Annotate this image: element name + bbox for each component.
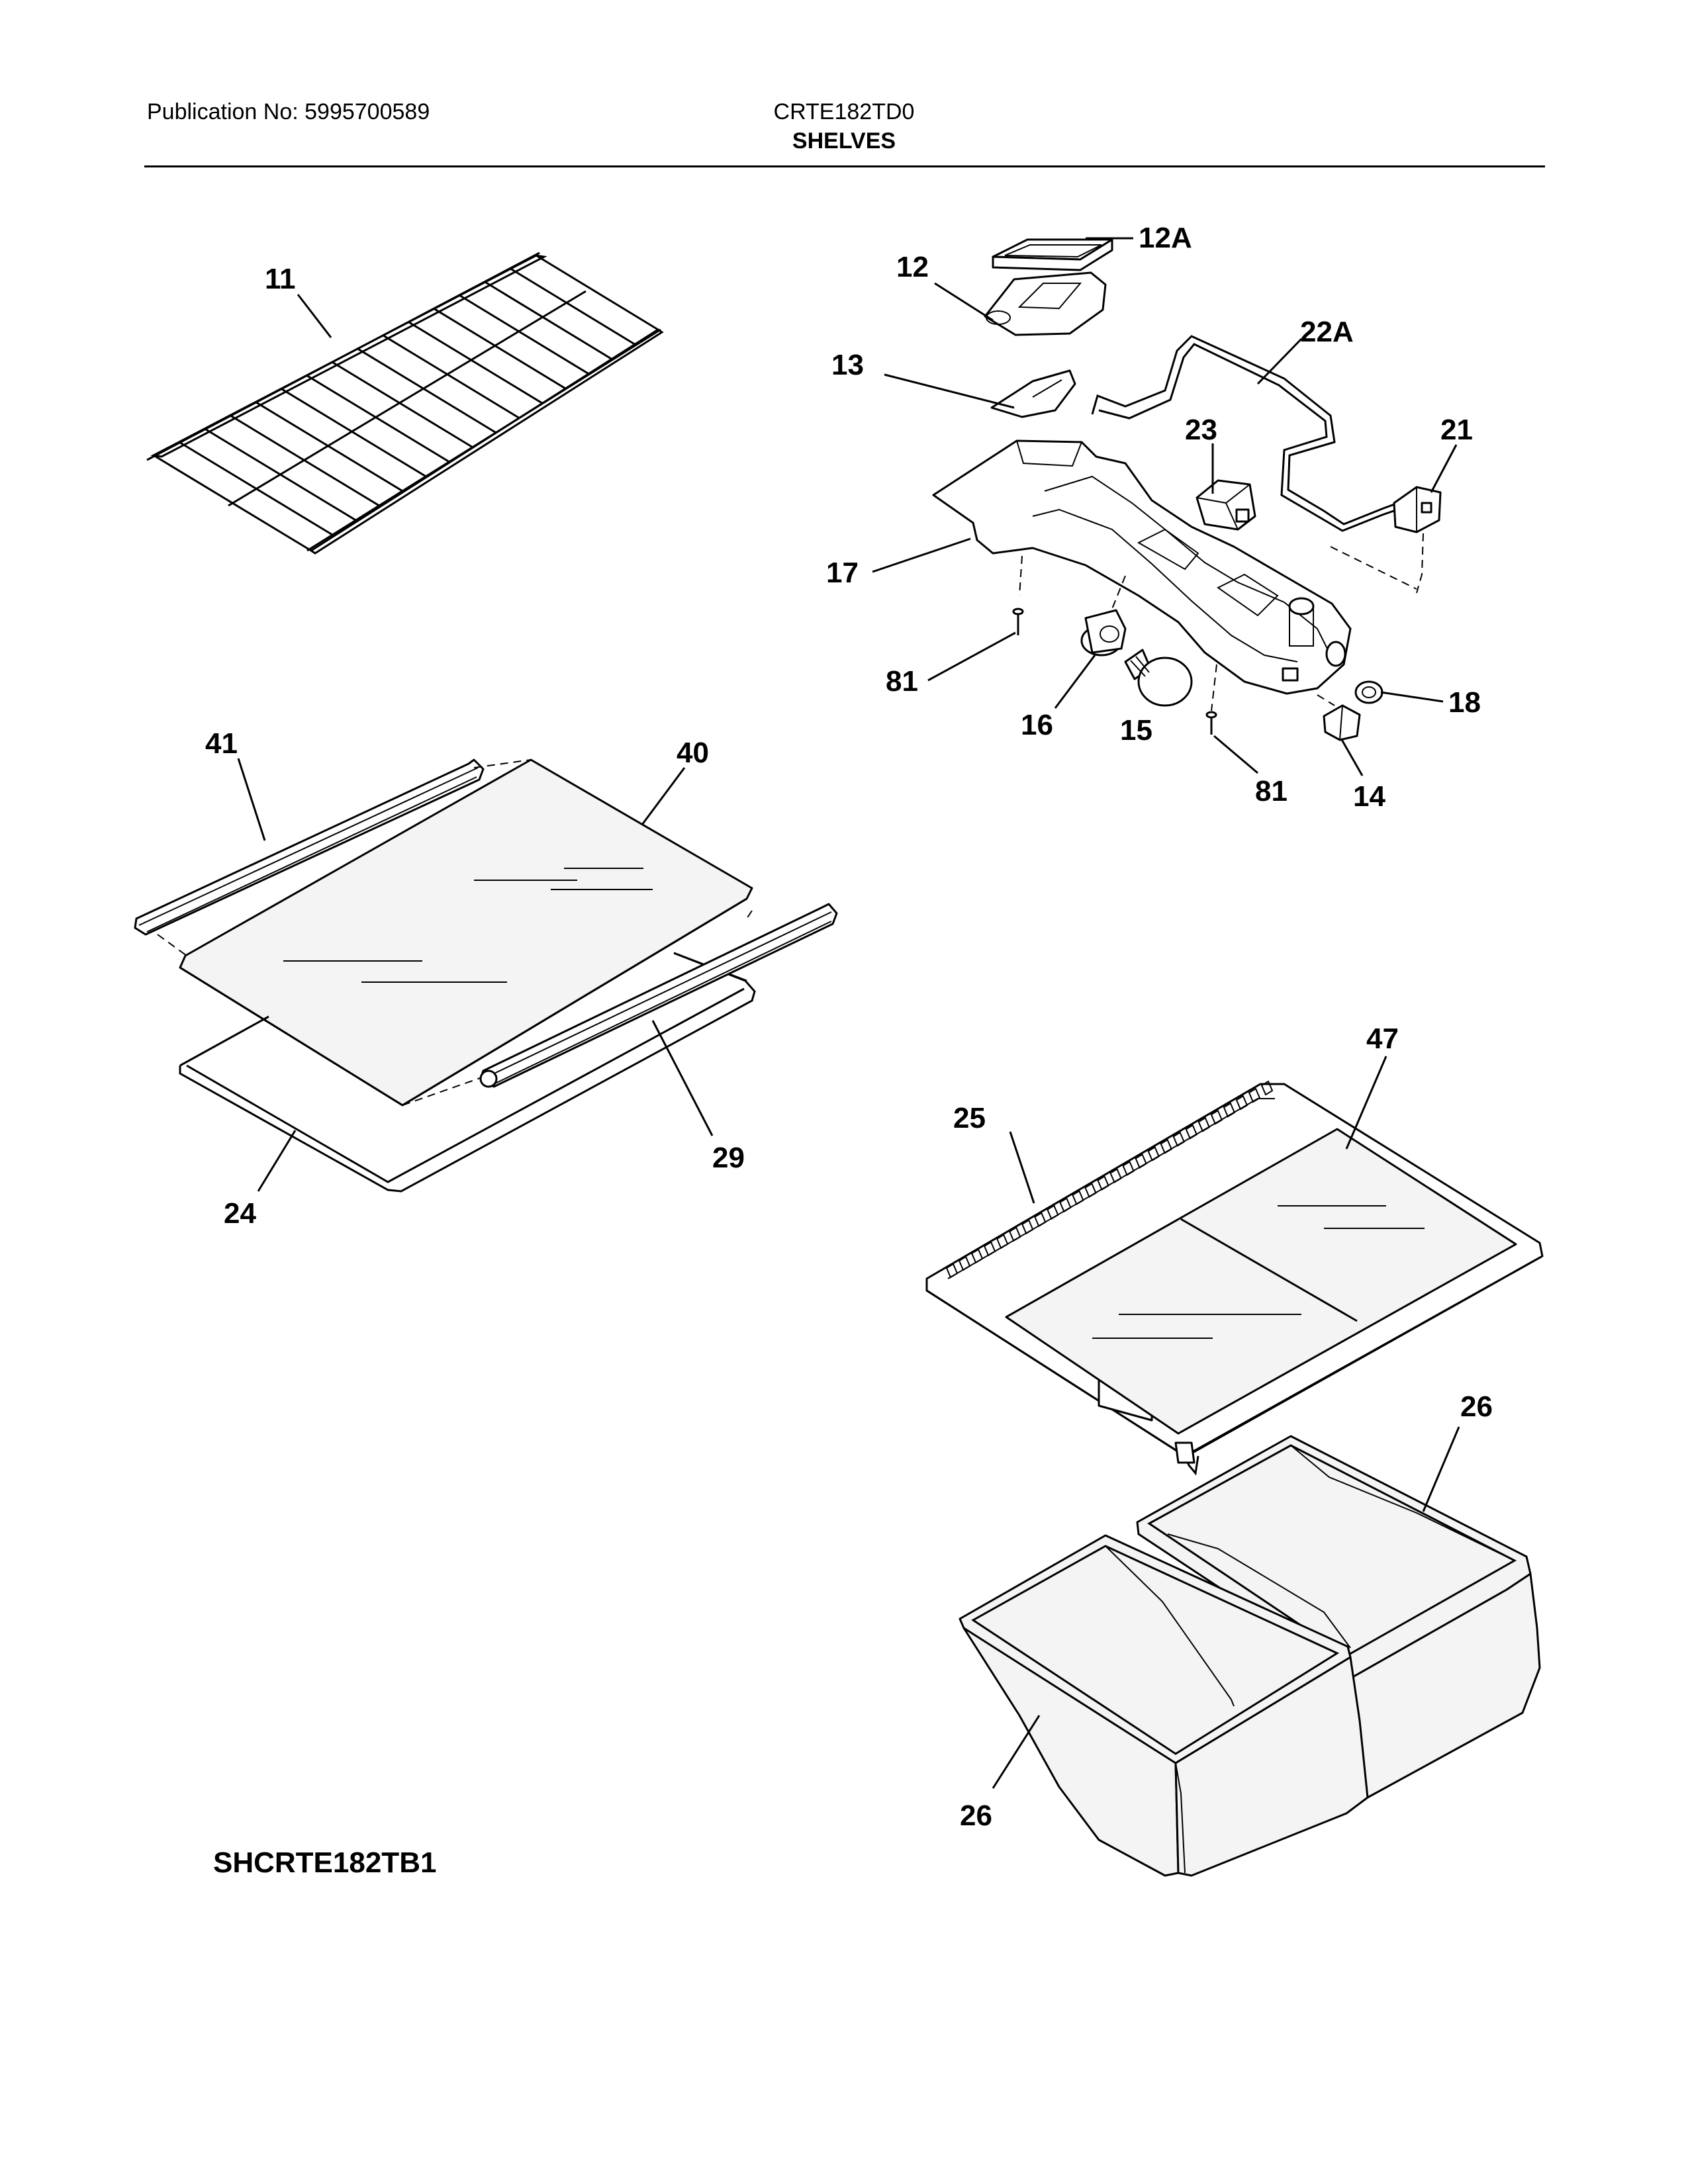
crisper-cover-12A [992,238,1113,271]
vent-slot [1034,1212,1047,1228]
callout-26-front: 26 [960,1799,992,1832]
vent-slot [983,1241,996,1257]
callout-21: 21 [1440,414,1473,446]
screw-81-left [1012,608,1024,635]
callout-12A: 12A [1139,222,1192,254]
lamp-socket-16 [1080,609,1127,657]
shelf-wire-bar [229,414,381,508]
leader-lines [237,237,1460,1789]
vent-slot [1097,1175,1109,1191]
shelf-frame-24 [179,952,756,1193]
vent-slot [1223,1102,1236,1118]
clip-14 [1323,704,1361,741]
vent-slot [1160,1138,1172,1154]
shelf-wire-bar [280,388,428,478]
crisper-drawer-26-front [959,1534,1369,1877]
vent-slot [1059,1197,1072,1213]
callout-17: 17 [826,557,859,589]
vent-slot [1248,1087,1261,1103]
crisper-glass-47 [1005,1128,1517,1435]
vent-slot [1021,1219,1034,1235]
vent-slot [996,1234,1009,1250]
front-trim-41 [134,758,485,936]
vent-slot [945,1263,959,1279]
shelf-wire-bar [331,361,474,449]
vent-slot [1008,1226,1021,1242]
vent-slot [1109,1168,1122,1183]
vent-slot [1072,1190,1084,1206]
vent-slot [1172,1131,1185,1147]
vent-slot [970,1248,984,1264]
vent-slot [1135,1153,1147,1169]
callout-81-left: 81 [886,665,918,698]
vent-slot [1147,1146,1160,1161]
diagram-code: SHCRTE182TB1 [213,1846,437,1879]
light-bulb-15 [1124,649,1193,707]
rear-trim-29 [479,903,838,1088]
wire-shelf-11 [146,251,664,555]
callout-26-rear: 26 [1460,1390,1493,1423]
crisper-drawer-26-rear [1136,1435,1541,1799]
vent-slot [1122,1160,1135,1176]
vent-slot [1235,1095,1248,1111]
publication-number: Publication No: 5995700589 [147,99,430,124]
callout-labels: 11 12A 12 22A 13 23 21 17 81 16 15 18 81… [205,222,1493,1832]
callout-24: 24 [224,1197,256,1230]
vent-slot [1185,1124,1198,1140]
callout-12: 12 [896,251,929,283]
callout-25: 25 [953,1102,986,1134]
grommet-18 [1354,680,1383,704]
vent-slot [1197,1116,1211,1132]
callout-40: 40 [677,737,709,769]
screw-81-right [1205,711,1217,735]
callout-11: 11 [265,263,296,295]
shelf-wire-bar [459,295,589,375]
vent-slot [1084,1183,1097,1199]
bracket-13 [990,369,1076,418]
callout-47: 47 [1366,1023,1399,1055]
section-title: SHELVES [792,128,896,154]
shelf-wire-bar [357,347,497,434]
callout-15: 15 [1120,714,1152,747]
callout-18: 18 [1448,686,1481,719]
shelf-wire-bar [306,374,451,463]
callout-16: 16 [1021,709,1053,741]
light-housing-17 [932,439,1352,695]
callout-14: 14 [1353,780,1385,813]
vent-slot [958,1255,971,1271]
shelf-wire-bar [408,321,543,404]
vent-slot [1210,1109,1223,1125]
switch-21 [1393,486,1442,533]
callout-29: 29 [712,1142,745,1174]
model-number: CRTE182TD0 [773,99,915,124]
wire-harness-22A [1091,335,1417,532]
shelf-wire-bar [383,334,520,419]
shelf-wire-bar [255,401,404,493]
shelf-wire-bar [485,281,612,360]
shelf-wire-bar [536,254,659,331]
vent-slot [1260,1080,1274,1096]
defrost-timer-23 [1196,479,1256,531]
callout-41: 41 [205,727,238,760]
callout-81-right: 81 [1255,775,1288,807]
callout-13: 13 [831,349,864,381]
header-rule [144,165,1545,167]
glass-shelf-40 [179,758,753,1107]
control-housing-12 [984,271,1107,336]
callout-22A: 22A [1300,316,1354,348]
vent-slot [1047,1205,1059,1220]
shelf-wire-bar [434,308,567,390]
shelf-wire-bar [510,267,635,345]
callout-23: 23 [1185,414,1217,446]
